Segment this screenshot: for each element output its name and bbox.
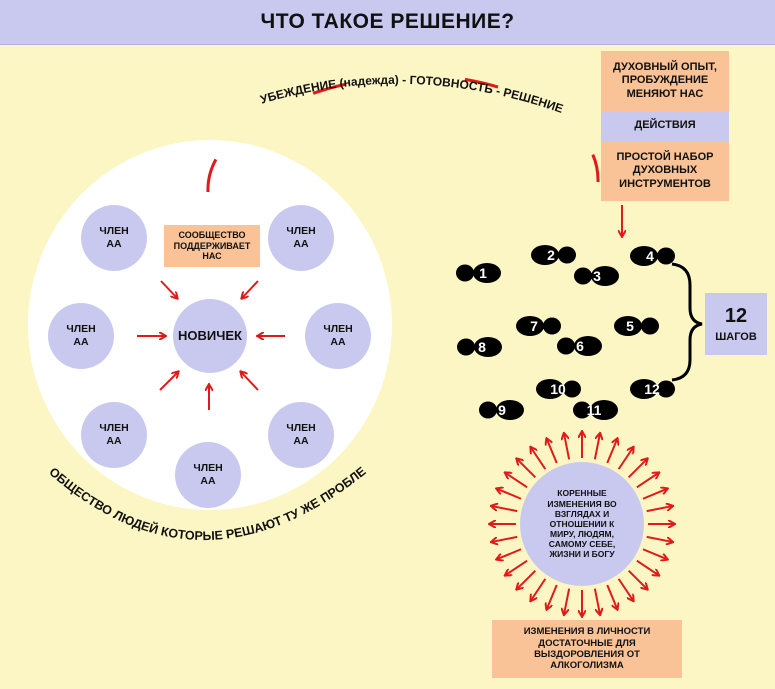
burst-arrow bbox=[497, 548, 522, 559]
step-number: 3 bbox=[593, 268, 601, 284]
burst-arrow bbox=[492, 535, 518, 542]
step-number: 8 bbox=[478, 339, 486, 355]
burst-arrow bbox=[531, 448, 547, 470]
actions-box: ДЕЙСТВИЯ bbox=[601, 111, 729, 141]
arrow-top-right bbox=[242, 280, 259, 298]
burst-arrow bbox=[497, 489, 522, 500]
member-circle: ЧЛЕН АА bbox=[81, 205, 147, 271]
result-box: ИЗМЕНЕНИЯ В ЛИЧНОСТИ ДОСТАТОЧНЫЕ ДЛЯ ВЫЗ… bbox=[492, 620, 682, 678]
burst-arrow bbox=[547, 584, 558, 609]
support-note: СООБЩЕСТВО ПОДДЕРЖИВАЕТ НАС bbox=[164, 225, 260, 267]
burst-arrow bbox=[531, 578, 547, 601]
burst-arrow bbox=[646, 535, 673, 542]
burst-arrow bbox=[627, 459, 647, 479]
toolkit-box: ПРОСТОЙ НАБОР ДУХОВНЫХ ИНСТРУМЕНТОВ bbox=[601, 141, 729, 201]
newcomer-label: НОВИЧЕК bbox=[178, 328, 242, 344]
experience-box: ДУХОВНЫЙ ОПЫТ, ПРОБУЖДЕНИЕ МЕНЯЮТ НАС bbox=[601, 51, 729, 111]
burst-arrow bbox=[564, 434, 571, 460]
member-circle: ЧЛЕН АА bbox=[48, 303, 114, 369]
burst-arrow bbox=[492, 506, 518, 513]
burst-arrow bbox=[646, 506, 673, 513]
burst-arrow bbox=[506, 559, 528, 575]
newcomer-circle bbox=[173, 299, 247, 373]
step-number: 9 bbox=[498, 402, 506, 418]
arc-label: УБЕЖДЕНИЕ (надежда) - ГОТОВНОСТЬ - РЕШЕН… bbox=[259, 73, 565, 116]
step-number: 4 bbox=[646, 248, 654, 264]
burst-arrow bbox=[617, 578, 633, 601]
arrow-top-left bbox=[160, 280, 177, 298]
support-arrows bbox=[137, 280, 285, 410]
member-circle: ЧЛЕН АА bbox=[305, 303, 371, 369]
step-number: 1 bbox=[479, 265, 487, 281]
burst-arrow bbox=[547, 439, 558, 464]
change-burst bbox=[490, 432, 674, 616]
steps-count: 12 bbox=[724, 304, 748, 327]
arrow-bottom-right bbox=[241, 372, 259, 391]
step-number: 10 bbox=[550, 381, 566, 397]
steps-count-box: 12 ШАГОВ bbox=[705, 293, 767, 355]
step-number: 11 bbox=[587, 402, 602, 418]
steps-brace bbox=[671, 262, 703, 382]
steps-label: ШАГОВ bbox=[715, 330, 757, 343]
member-circle: ЧЛЕН АА bbox=[268, 205, 334, 271]
burst-arrow bbox=[636, 473, 659, 489]
arrow-bottom-left bbox=[159, 372, 178, 391]
step-number: 5 bbox=[626, 318, 634, 334]
burst-arrow bbox=[517, 569, 537, 589]
step-number: 6 bbox=[576, 338, 584, 354]
burst-arrow bbox=[642, 548, 667, 559]
member-circle: ЧЛЕН АА bbox=[81, 402, 147, 468]
burst-arrow bbox=[506, 473, 528, 489]
step-number: 7 bbox=[530, 318, 538, 334]
footprints: 1 2 3 4 5 6 7 8 9 10 11 12 bbox=[456, 245, 675, 420]
burst-arrow bbox=[627, 569, 647, 589]
page-title: ЧТО ТАКОЕ РЕШЕНИЕ? bbox=[260, 10, 515, 33]
member-circle: ЧЛЕН АА bbox=[268, 402, 334, 468]
burst-arrow bbox=[593, 434, 600, 460]
step-number: 2 bbox=[547, 247, 555, 263]
burst-arrow bbox=[617, 448, 633, 470]
burst-arrow bbox=[606, 584, 617, 609]
burst-arrow bbox=[642, 489, 667, 500]
burst-arrow bbox=[517, 459, 537, 479]
burst-arrow bbox=[606, 439, 617, 464]
burst-arrow bbox=[636, 559, 659, 575]
core-change-text: КОРЕННЫЕ ИЗМЕНЕНИЯ ВО ВЗГЛЯДАХ И ОТНОШЕН… bbox=[547, 488, 617, 560]
member-circle: ЧЛЕН АА bbox=[175, 442, 241, 508]
burst-arrow bbox=[564, 588, 571, 615]
burst-arrow bbox=[593, 588, 600, 615]
step-number: 12 bbox=[644, 381, 660, 397]
core-change-circle bbox=[520, 462, 644, 586]
title-bar bbox=[0, 0, 775, 45]
